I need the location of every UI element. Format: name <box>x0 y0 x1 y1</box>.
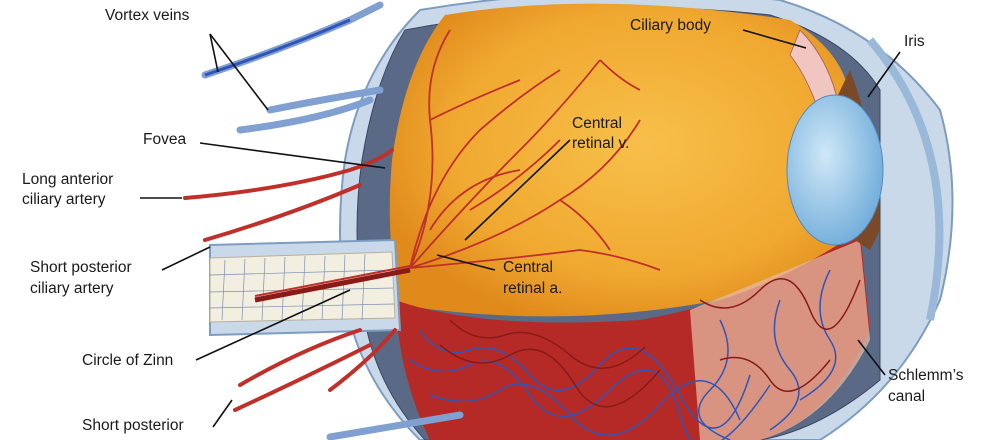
label-schlemms-canal-line1: Schlemm’s <box>888 367 964 384</box>
vitreous-chamber <box>389 3 852 317</box>
exposed-sclera-patch <box>690 240 870 440</box>
label-fovea: Fovea <box>143 131 187 148</box>
label-central-retinal-a-line1: Central <box>503 259 553 276</box>
label-schlemms-canal-line2: canal <box>888 388 926 405</box>
label-central-retinal-a-line2: retinal a. <box>503 280 563 297</box>
label-iris: Iris <box>904 33 925 50</box>
label-ciliary-body: Ciliary body <box>630 17 711 34</box>
central-retinal-vessels <box>254 267 411 303</box>
leader-lines <box>140 29 901 428</box>
ciliary-arteries <box>183 148 397 412</box>
label-long-anterior-line2: ciliary artery <box>22 191 106 208</box>
label-short-posterior-line2: ciliary artery <box>30 280 114 297</box>
label-central-retinal-v-line2: retinal v. <box>572 135 630 152</box>
label-short-posterior-line1: Short posterior <box>30 259 132 276</box>
nerve-fibers <box>209 253 395 321</box>
retinal-vessels <box>409 29 661 271</box>
cornea <box>866 37 944 321</box>
choroid-vessel-network <box>409 269 861 440</box>
label-short-posterior-bottom: Short posterior <box>82 417 184 434</box>
label-vortex-veins: Vortex veins <box>105 7 190 24</box>
label-circle-of-zinn: Circle of Zinn <box>82 352 174 369</box>
label-central-retinal-v-line1: Central <box>572 115 622 132</box>
vortex-vein-dark <box>204 18 351 77</box>
lens <box>786 94 884 246</box>
label-long-anterior-line1: Long anterior <box>22 171 114 188</box>
